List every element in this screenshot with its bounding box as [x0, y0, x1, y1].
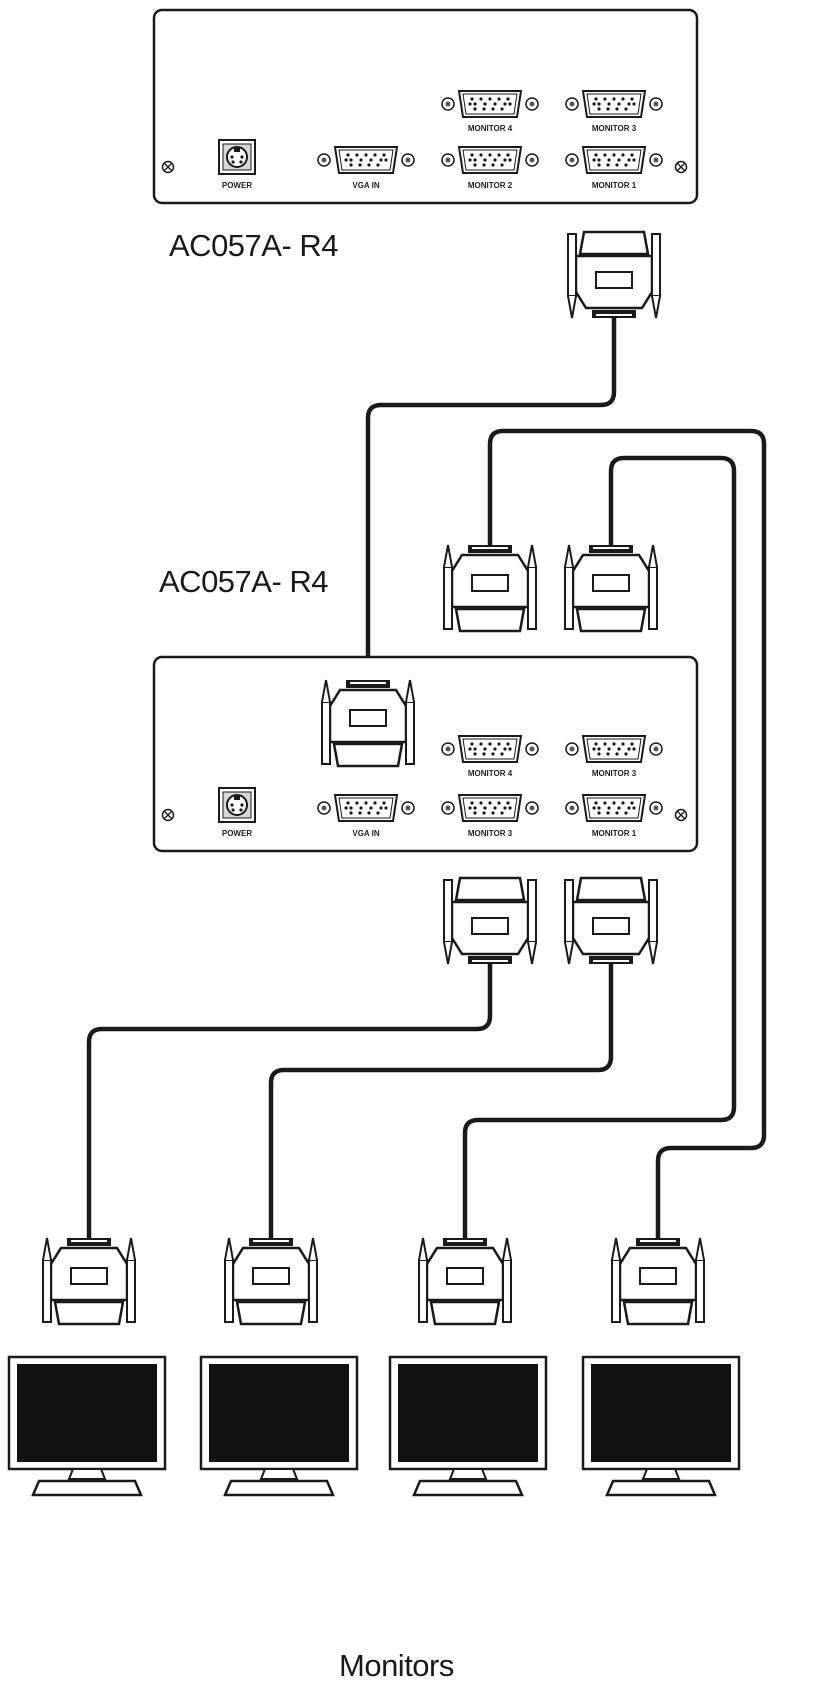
vga-cable-connector-icon [442, 876, 538, 966]
cables [86, 315, 767, 1241]
monitor4-port-label: MONITOR 4 [468, 769, 513, 778]
power-port-label: POWER [222, 829, 252, 838]
vga-cable-connector-icon [563, 543, 659, 633]
vga-cable-connector-icon [417, 1236, 513, 1326]
monitor2-port-label: MONITOR 3 [468, 829, 513, 838]
monitor2-port-label: MONITOR 2 [468, 181, 513, 190]
cable-monitor3 [462, 455, 737, 1241]
power-port-label: POWER [222, 181, 252, 190]
unit-label-middle: AC057A- R4 [159, 564, 329, 599]
monitor3-port-label: MONITOR 3 [592, 769, 637, 778]
monitor4-port-label: MONITOR 4 [468, 124, 513, 133]
vga-cable-connector-icon [41, 1236, 137, 1326]
vga-cable-connector-icon [442, 543, 538, 633]
monitors-label: Monitors [339, 1648, 454, 1683]
cable-top-to-middle [365, 315, 617, 683]
monitor-icon [388, 1355, 548, 1497]
monitor-icon [7, 1355, 167, 1497]
cable-monitor1 [86, 961, 493, 1241]
splitter-unit-top: POWER VGA IN MONITOR 4 MONITOR 3 MONITOR… [152, 8, 699, 205]
monitor-icon [199, 1355, 359, 1497]
screw-icon [161, 808, 175, 822]
screw-icon [674, 160, 688, 174]
power-port-icon [218, 787, 256, 823]
vga-cable-connector-icon [563, 876, 659, 966]
screw-icon [674, 808, 688, 822]
cable-monitor2 [268, 961, 614, 1241]
vga-in-port-label: VGA IN [352, 181, 379, 190]
splitter-unit-middle: POWER VGA IN MONITOR 4 MONITOR 3 MONITOR… [152, 655, 699, 853]
vga-cable-connector-icon [610, 1236, 706, 1326]
monitor-icon [581, 1355, 741, 1497]
vga-cable-connector-icon [566, 230, 662, 320]
vga-in-port-label: VGA IN [352, 829, 379, 838]
screw-icon [161, 160, 175, 174]
monitor1-port-label: MONITOR 1 [592, 181, 637, 190]
monitor1-port-label: MONITOR 1 [592, 829, 637, 838]
monitor3-port-label: MONITOR 3 [592, 124, 637, 133]
cable-monitor4 [487, 428, 767, 1241]
unit-label-top: AC057A- R4 [169, 228, 339, 263]
power-port-icon [218, 139, 256, 175]
vga-cable-connector-icon [223, 1236, 319, 1326]
